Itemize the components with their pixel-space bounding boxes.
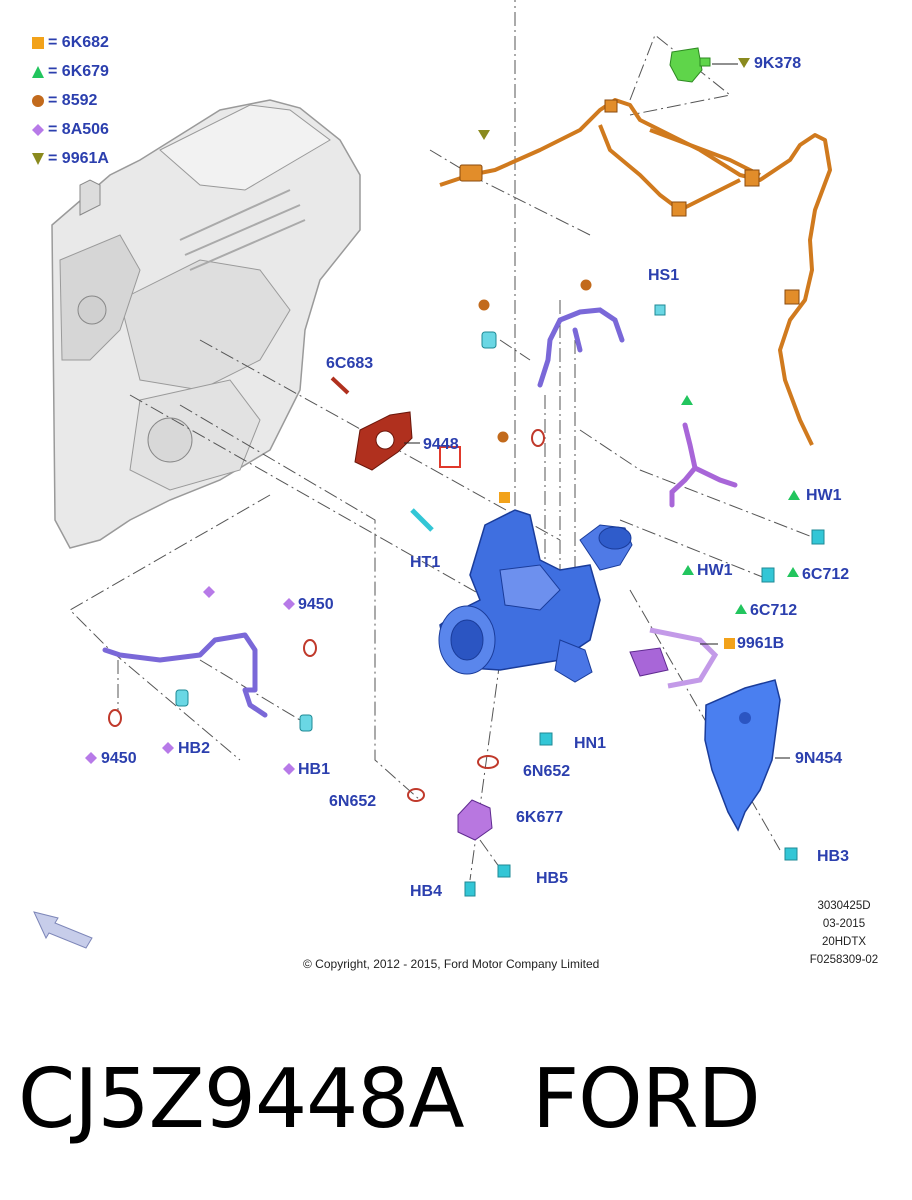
callout-hb2: HB2 (178, 740, 211, 757)
direction-arrow (33, 911, 93, 949)
callout-9k378: 9K378 (754, 55, 802, 72)
legend-code: 8592 (61, 91, 98, 109)
legend-code: 6K682 (61, 33, 109, 51)
callout-6c683: 6C683 (326, 355, 374, 372)
stud-ht1 (410, 508, 434, 532)
callout-9450: 9450 (298, 596, 334, 613)
legend-code: 8A506 (61, 120, 109, 138)
callout-6n652: 6N652 (329, 793, 377, 810)
meta-engine: 20HDTX (821, 936, 867, 948)
callout-hb5: HB5 (536, 870, 569, 887)
callout-6k677: 6K677 (516, 809, 564, 826)
callout-hw1: HW1 (697, 562, 733, 579)
oil-feed-fittings (481, 304, 666, 349)
callout-9448: 9448 (423, 436, 459, 453)
callout-hb3: HB3 (817, 848, 850, 865)
part-number: CJ5Z9448A (18, 1052, 465, 1147)
copyright-notice: © Copyright, 2012 - 2015, Ford Motor Com… (303, 957, 600, 971)
gaskets-6n652 (407, 755, 499, 802)
orange-harness (439, 98, 832, 446)
legend-equals: = (48, 33, 58, 51)
seal-washers (108, 429, 545, 727)
legend: = 6K682 = 6K679 = 8592 = 8A506 = 9961A (32, 28, 109, 173)
legend-row: = 8592 (32, 86, 109, 115)
gasket-9448 (354, 411, 413, 471)
legend-equals: = (48, 120, 58, 138)
orange-harness-connectors (459, 99, 800, 305)
meta-date: 03-2015 (822, 918, 866, 930)
callout-6c712: 6C712 (802, 566, 850, 583)
diamond-icon (32, 123, 44, 136)
stud-6c683 (330, 376, 350, 395)
triangle-up-icon (32, 65, 44, 78)
triangle-down-icon (32, 152, 44, 165)
highlight-box-9448 (439, 446, 461, 468)
brand-name: FORD (532, 1052, 761, 1147)
callout-6n652: 6N652 (523, 763, 571, 780)
callout-9961b: 9961B (737, 635, 785, 652)
callout-6c712: 6C712 (750, 602, 798, 619)
legend-equals: = (48, 91, 58, 109)
callout-9n454: 9N454 (795, 750, 843, 767)
engine-block (51, 99, 361, 549)
legend-row: = 9961A (32, 144, 109, 173)
meta-code: 3030425D (817, 900, 871, 912)
legend-code: 6K679 (61, 62, 109, 80)
callout-ht1: HT1 (410, 554, 441, 571)
callout-hb1: HB1 (298, 761, 331, 778)
purple-hose-upper (669, 422, 738, 508)
legend-row: = 8A506 (32, 115, 109, 144)
callout-9450: 9450 (101, 750, 137, 767)
heat-shield-9n454 (704, 679, 781, 832)
legend-row: = 6K682 (32, 28, 109, 57)
coolant-pipe (102, 632, 268, 718)
outlet-flange-6k677 (457, 799, 493, 841)
square-icon (32, 36, 44, 49)
meta-block: 3030425D 03-2015 20HDTX F0258309-02 (803, 897, 885, 969)
callout-hs1: HS1 (648, 267, 680, 284)
purple-oil-return-9961b (629, 627, 719, 689)
part-markers (85, 58, 800, 775)
sensor-9k378 (669, 47, 711, 83)
oil-feed-pipe (537, 307, 625, 388)
callout-ticks (404, 63, 790, 759)
turbocharger (438, 509, 633, 683)
legend-equals: = (48, 149, 58, 167)
callout-hb4: HB4 (410, 883, 443, 900)
callout-hn1: HN1 (574, 735, 607, 752)
callout-hw1: HW1 (806, 487, 842, 504)
exploded-parts-diagram (33, 0, 832, 949)
coolant-pipe-fittings (175, 689, 313, 732)
legend-code: 9961A (61, 149, 109, 167)
lower-fasteners (464, 529, 825, 897)
meta-figure: F0258309-02 (809, 954, 879, 966)
legend-equals: = (48, 62, 58, 80)
circle-icon (32, 94, 44, 107)
legend-row: = 6K679 (32, 57, 109, 86)
